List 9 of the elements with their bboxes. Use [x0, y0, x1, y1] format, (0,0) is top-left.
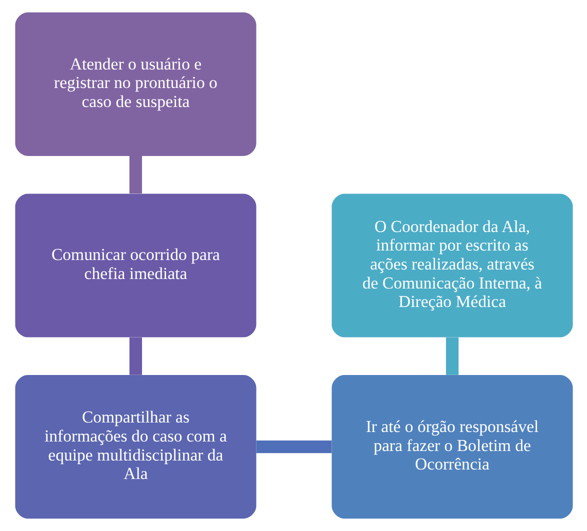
connector [445, 337, 458, 375]
node-box: Atender o usuário e registrar no prontuário o caso de suspeita [14, 12, 256, 156]
node-box: Comunicar ocorrido para chefia imediata [14, 194, 256, 338]
node-box: Compartilhar as informações do caso com a equipe multidisciplinar da Ala [14, 375, 256, 519]
connector [128, 156, 142, 194]
connector [256, 440, 332, 454]
connector [128, 337, 142, 375]
node-box: Ir até o órgão responsável para fazer o Boletim de Ocorrência [331, 375, 572, 519]
node-box: O Coordenador da Ala, informar por escrito as ações realizadas, através de Comunicação Interna, à Direção Médica [331, 194, 572, 338]
